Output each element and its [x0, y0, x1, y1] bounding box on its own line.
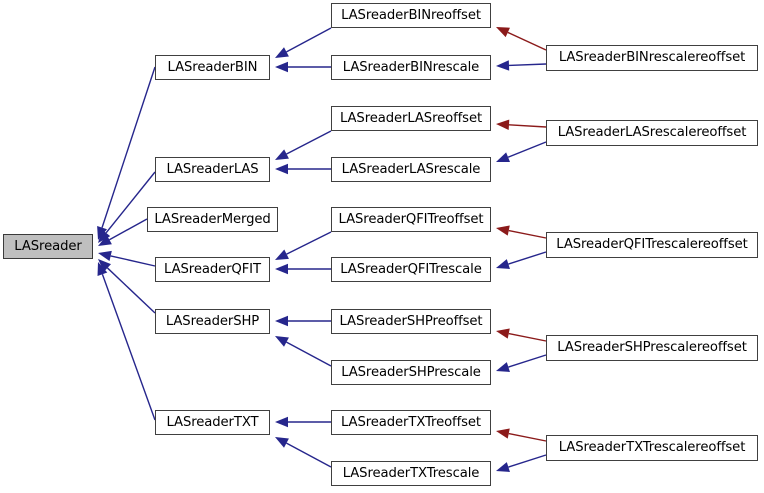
inheritance-edge [98, 250, 156, 267]
inheritance-edge [275, 27, 332, 58]
inheritance-edge [275, 61, 331, 73]
class-node-LASreaderQFITrescale[interactable]: LASreaderQFITrescale [331, 257, 491, 282]
class-node-label: LASreaderBIN [167, 59, 258, 75]
arrowhead [98, 250, 112, 261]
inheritance-edge [496, 428, 547, 442]
class-node-LASreaderSHPrescale[interactable]: LASreaderSHPrescale [331, 360, 491, 385]
arrowhead [275, 149, 289, 160]
class-node-LASreaderMerged[interactable]: LASreaderMerged [147, 207, 278, 232]
inheritance-edge [98, 218, 148, 246]
class-node-label: LASreaderLASrescalereoffset [557, 125, 747, 141]
class-node-LASreaderBINrescalereoffset[interactable]: LASreaderBINrescalereoffset [546, 45, 758, 71]
class-node-label: LASreaderMerged [154, 211, 271, 227]
class-node-label: LASreaderTXT [166, 414, 259, 430]
arrowhead [496, 462, 510, 472]
class-node-LASreaderTXT[interactable]: LASreaderTXT [155, 410, 270, 435]
inheritance-edge [496, 141, 547, 162]
arrowhead [97, 262, 108, 276]
inheritance-edge [275, 336, 332, 367]
inheritance-edge [496, 119, 547, 130]
arrowhead [98, 259, 112, 272]
class-node-label: LASreaderQFITreoffset [338, 211, 484, 227]
class-node-label: LASreaderLAS [166, 161, 259, 177]
arrowhead [275, 336, 289, 347]
class-node-label: LASreaderLASrescale [341, 161, 481, 177]
class-node-label: LASreaderQFITrescale [340, 261, 482, 277]
inheritance-edge [275, 263, 331, 275]
class-node-label: LASreader [14, 238, 82, 254]
inheritance-edge [496, 354, 547, 372]
inheritance-edge [275, 231, 332, 260]
arrowhead [275, 315, 288, 327]
class-node-LASreaderBINrescale[interactable]: LASreaderBINrescale [331, 55, 491, 80]
class-node-LASreaderLASrescale[interactable]: LASreaderLASrescale [331, 157, 491, 182]
inheritance-edge [496, 454, 547, 472]
inheritance-edge [496, 60, 547, 71]
class-node-label: LASreaderTXTrescale [342, 465, 480, 481]
class-node-label: LASreaderSHPrescalereoffset [557, 340, 747, 356]
class-node-LASreaderLASreoffset[interactable]: LASreaderLASreoffset [331, 106, 491, 131]
inheritance-edge [97, 262, 156, 421]
arrowhead [496, 362, 510, 372]
class-node-label: LASreaderSHPrescale [341, 364, 481, 380]
class-node-LASreaderSHPreoffset[interactable]: LASreaderSHPreoffset [331, 309, 491, 334]
class-node-LASreaderBINreoffset[interactable]: LASreaderBINreoffset [331, 3, 491, 28]
arrowhead [496, 428, 510, 439]
class-node-label: LASreaderBINrescalereoffset [558, 50, 746, 66]
inheritance-edge [275, 163, 331, 175]
class-node-LASreaderTXTrescalereoffset[interactable]: LASreaderTXTrescalereoffset [546, 435, 758, 461]
arrowhead [275, 47, 289, 58]
inheritance-edge [98, 259, 156, 314]
inheritance-edge [275, 315, 331, 327]
class-node-label: LASreaderSHP [165, 313, 260, 329]
class-node-LASreaderLAS[interactable]: LASreaderLAS [155, 157, 270, 182]
class-node-label: LASreaderQFIT [164, 261, 261, 277]
class-node-label: LASreaderSHPreoffset [339, 313, 483, 329]
arrowhead [496, 259, 510, 269]
inheritance-edge [496, 225, 547, 239]
arrowhead [275, 263, 288, 275]
arrowhead [275, 61, 288, 73]
arrowhead [275, 249, 289, 260]
class-node-LASreaderQFITreoffset[interactable]: LASreaderQFITreoffset [331, 207, 491, 232]
arrowhead [496, 27, 510, 38]
arrowhead [496, 152, 511, 162]
class-node-LASreaderTXTreoffset[interactable]: LASreaderTXTreoffset [331, 410, 491, 435]
arrowhead [496, 328, 510, 339]
class-node-LASreaderQFITrescalereoffset[interactable]: LASreaderQFITrescalereoffset [546, 232, 758, 258]
inheritance-edge [275, 416, 331, 428]
class-node-LASreaderTXTrescale[interactable]: LASreaderTXTrescale [331, 461, 491, 486]
arrowhead [275, 437, 289, 448]
arrowhead [98, 229, 111, 243]
arrowhead [98, 235, 112, 246]
class-node-label: LASreaderBINrescale [342, 59, 480, 75]
class-node-label: LASreaderTXTreoffset [340, 414, 481, 430]
inheritance-edge [496, 251, 547, 269]
arrowhead [275, 163, 288, 175]
class-node-label: LASreaderTXTrescalereoffset [558, 440, 746, 456]
class-node-LASreaderLASrescalereoffset[interactable]: LASreaderLASrescalereoffset [546, 120, 758, 146]
class-node-label: LASreaderLASreoffset [339, 110, 483, 126]
class-node-LASreaderSHP[interactable]: LASreaderSHP [155, 309, 270, 334]
arrowhead [97, 226, 108, 240]
class-node-LASreader[interactable]: LASreader [3, 234, 93, 259]
class-node-label: LASreaderBINreoffset [341, 7, 481, 23]
class-node-LASreaderQFIT[interactable]: LASreaderQFIT [155, 257, 270, 282]
arrowhead [496, 60, 510, 71]
inheritance-edge [275, 130, 332, 160]
inheritance-edge [496, 27, 547, 51]
inheritance-edge [275, 437, 332, 468]
class-node-LASreaderBIN[interactable]: LASreaderBIN [155, 55, 270, 80]
inheritance-edge [496, 328, 547, 342]
class-node-LASreaderSHPrescalereoffset[interactable]: LASreaderSHPrescalereoffset [546, 335, 758, 361]
class-node-label: LASreaderQFITrescalereoffset [556, 237, 748, 253]
arrowhead [496, 119, 510, 130]
arrowhead [496, 225, 510, 236]
arrowhead [275, 416, 288, 428]
